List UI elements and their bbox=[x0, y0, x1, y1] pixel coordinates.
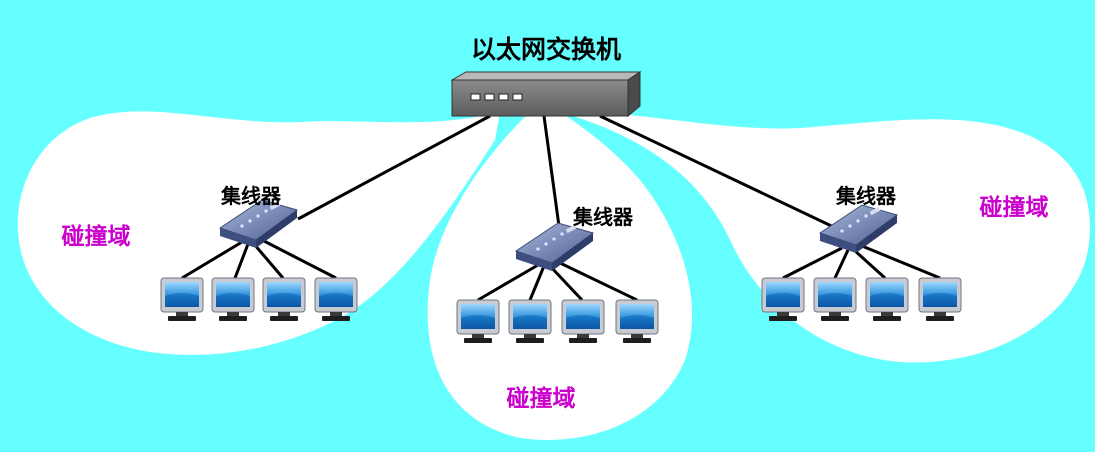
links-left bbox=[181, 238, 337, 280]
uplink-left bbox=[297, 114, 491, 221]
switch-label: 以太网交换机 bbox=[471, 35, 621, 64]
hub-label-left: 集线器 bbox=[220, 184, 282, 208]
hub-label-right: 集线器 bbox=[835, 184, 897, 208]
ethernet-switch-icon bbox=[450, 71, 642, 118]
collision-domain-label-right: 碰撞域 bbox=[980, 194, 1049, 221]
hub-label-middle: 集线器 bbox=[572, 205, 634, 229]
collision-domain-label-left: 碰撞域 bbox=[62, 223, 131, 250]
links-right bbox=[782, 244, 941, 280]
collision-domain-label-middle: 碰撞域 bbox=[507, 385, 576, 412]
uplink-right bbox=[599, 114, 843, 233]
links-middle bbox=[477, 260, 638, 302]
uplink-middle bbox=[542, 115, 563, 242]
